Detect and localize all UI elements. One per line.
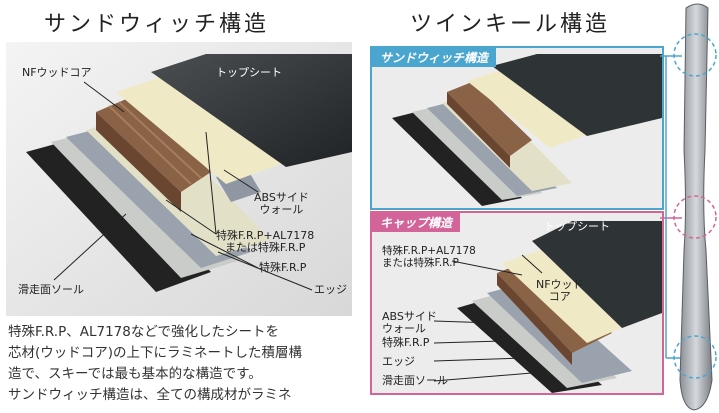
cap-abs-line2: ウォール [382,322,426,335]
abs-side-wall-line2: ウォール [259,203,304,216]
twin-keel-title: ツインキール構造 [410,12,611,37]
cap-abs-line1: ABSサイド [382,310,437,323]
frp-label: 特殊F.R.P [259,261,307,274]
cap-core-line2: コア [548,290,571,303]
frp-al-label: 特殊F.R.P+AL7178 または特殊F.R.P [216,230,314,254]
sandwich-panel-tag: サンドウィッチ構造 [372,48,497,67]
description-line1: 特殊F.R.P、AL7178などで強化したシートを [8,324,280,340]
sandwich-diagram: NFウッドコア トップシート ABSサイド ウォール 特殊F.R.P+AL717… [6,42,352,316]
description: 特殊F.R.P、AL7178などで強化したシートを 芯材(ウッドコア)の上下にラ… [8,322,356,413]
core-label: NFウッドコア [22,66,92,79]
sandwich-panel-illustration [372,48,662,208]
abs-side-wall-label: ABSサイド ウォール [254,192,309,216]
edge-label: エッジ [314,283,347,296]
cap-panel-illustration [372,213,662,393]
sandwich-layers-illustration [6,42,352,316]
cap-abs-label: ABSサイド ウォール [382,311,437,335]
abs-side-wall-line1: ABSサイド [254,191,309,204]
description-line3: 造で、スキーでは最も基本的な構造です。 [8,366,262,382]
cap-frp-al-label: 特殊F.R.P+AL7178 または特殊F.R.P [382,245,476,269]
cap-panel-tag: キャップ構造 [372,213,461,232]
cap-base-label: 滑走面ソール [382,374,448,387]
sandwich-panel: サンドウィッチ構造 [370,46,664,210]
cap-frp-label: 特殊F.R.P [382,336,430,349]
cap-frp-al-line1: 特殊F.R.P+AL7178 [382,245,476,257]
ski-illustration [673,3,717,411]
sandwich-title: サンドウィッチ構造 [44,12,270,37]
description-line4: サンドウィッチ構造は、全ての構成材がラミネ [8,387,292,403]
cap-frp-al-line2: または特殊F.R.P [382,257,459,269]
cap-core-line1: NFウッド [536,278,584,291]
description-line2: 芯材(ウッドコア)の上下にラミネートした積層構 [8,345,303,361]
cap-edge-label: エッジ [382,355,415,368]
top-sheet-label: トップシート [216,66,282,79]
base-label: 滑走面ソール [18,283,84,296]
cap-core-label: NFウッド コア [536,279,584,303]
frp-al-line1: 特殊F.R.P+AL7178 [216,229,315,242]
cap-panel: キャップ構造 トップシート 特殊F.R.P+AL7178 または特殊F.R.P … [370,211,664,395]
cap-top-sheet-label: トップシート [544,220,610,233]
frp-al-line2: または特殊F.R.P [224,241,306,254]
